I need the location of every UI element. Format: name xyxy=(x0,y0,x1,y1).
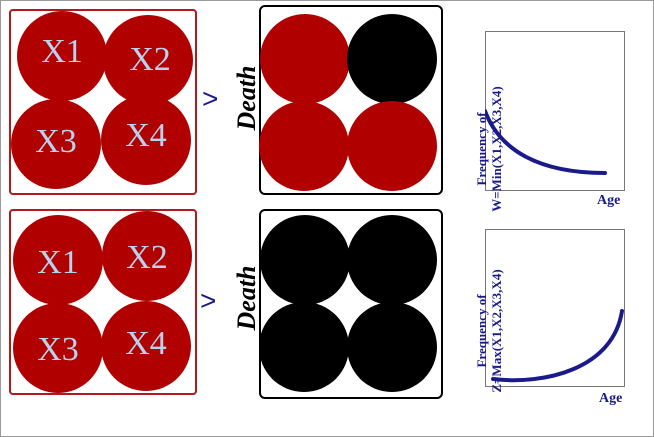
outcome-circle-4-top xyxy=(347,101,437,191)
label-x2: X2 xyxy=(126,239,168,276)
plot-xlabel-top: Age xyxy=(597,193,621,208)
label-x3: X3 xyxy=(35,123,77,160)
comparator-arrow-bottom: > xyxy=(200,285,217,316)
circle-x2-bottom: X2 xyxy=(102,211,192,301)
label-x4: X4 xyxy=(125,117,167,154)
circle-x1-bottom: X1 xyxy=(13,215,103,305)
circle-x1-top: X1 xyxy=(17,11,107,101)
plot-frame-bottom xyxy=(485,229,625,387)
plot-frame-top xyxy=(485,31,625,191)
circle-x4-top: X4 xyxy=(101,95,191,185)
outcome-circle-2-bottom xyxy=(347,215,437,305)
min-frequency-curve xyxy=(485,109,607,175)
ylabel-line1-bottom: Frequency of xyxy=(474,294,489,368)
label-x2: X2 xyxy=(129,41,171,78)
death-label-bottom: Death xyxy=(232,265,261,331)
outcome-circle-4-bottom xyxy=(347,302,437,392)
plot-ylabel-top: Frequency of W=Min(X1,X2,X3,X4) xyxy=(474,64,504,234)
outcome-circle-2-top xyxy=(347,14,437,104)
death-label-top: Death xyxy=(232,65,261,131)
ylabel-line2-top: W=Min(X1,X2,X3,X4) xyxy=(489,86,504,212)
circle-x2-top: X2 xyxy=(103,15,193,105)
plot-ylabel-bottom: Frequency of Z=Max(X1,X2,X3,X4) xyxy=(474,246,504,416)
max-frequency-curve xyxy=(491,309,624,383)
circle-x3-top: X3 xyxy=(11,99,101,189)
label-x1: X1 xyxy=(37,243,79,281)
plot-xlabel-bottom: Age xyxy=(599,391,623,406)
outcome-circle-3-bottom xyxy=(259,302,349,392)
circle-x4-bottom: X4 xyxy=(101,301,191,391)
ylabel-line1-top: Frequency of xyxy=(474,112,489,186)
circle-x3-bottom: X3 xyxy=(13,303,103,393)
comparator-arrow-top: > xyxy=(202,83,219,114)
label-x3: X3 xyxy=(37,330,79,368)
label-x4: X4 xyxy=(125,325,167,362)
outcome-circle-1-top xyxy=(260,14,350,104)
outcome-circle-1-bottom xyxy=(260,215,350,305)
label-x1: X1 xyxy=(41,33,83,70)
ylabel-line2-bottom: Z=Max(X1,X2,X3,X4) xyxy=(489,269,504,393)
outcome-circle-3-top xyxy=(259,101,349,191)
